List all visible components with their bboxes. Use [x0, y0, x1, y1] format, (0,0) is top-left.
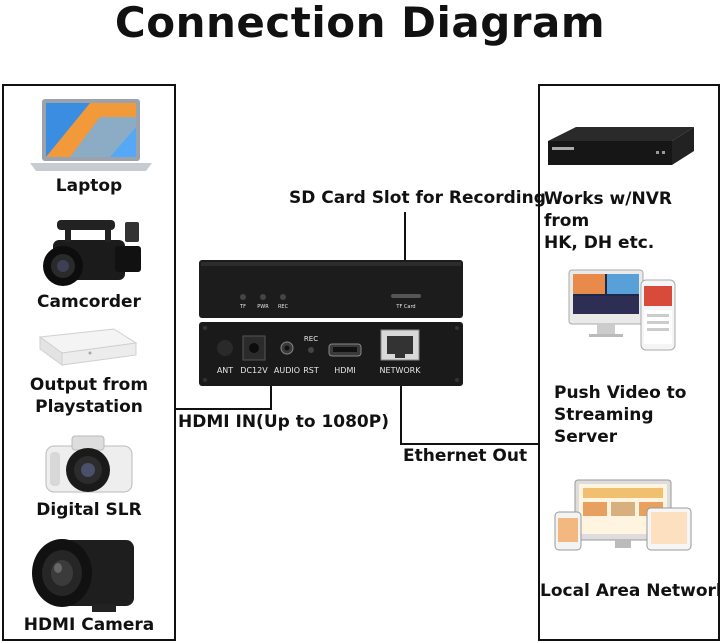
local-area-network-image	[554, 479, 692, 551]
encoder-device: TF PWR REC TF Card ANT DC12V AUDIO REC R…	[199, 260, 463, 386]
hdmi-in-wire-horizontal	[176, 408, 272, 410]
local-area-network-label: Local Area Network	[540, 581, 720, 601]
hdmi-in-wire-up	[270, 382, 272, 410]
nvr-image	[548, 127, 694, 165]
input-devices-panel	[2, 84, 176, 641]
audio-port-label: AUDIO	[274, 366, 300, 375]
tf-led-icon	[240, 294, 246, 300]
output-devices-panel	[538, 84, 720, 641]
ethernet-wire-vertical	[400, 380, 402, 444]
sd-card-wire	[404, 212, 406, 296]
reset-button-icon	[308, 347, 314, 353]
sd-card-callout: SD Card Slot for Recording	[289, 188, 546, 208]
playstation-image	[38, 328, 138, 366]
laptop-image	[30, 99, 152, 171]
tf-card-label: TF Card	[395, 304, 415, 310]
streaming-server-image	[568, 269, 676, 351]
diagram-title: Connection Diagram	[114, 0, 606, 47]
nvr-label: Works w/NVR from HK, DH etc.	[544, 189, 672, 253]
laptop-label: Laptop	[55, 176, 123, 196]
ethernet-out-callout: Ethernet Out	[403, 446, 528, 466]
hdmi-port-label: HDMI	[334, 366, 355, 375]
rec-led-label: REC	[278, 304, 289, 310]
network-port-label: NETWORK	[380, 366, 422, 375]
camcorder-label: Camcorder	[37, 292, 141, 312]
rec-led-icon	[280, 294, 286, 300]
rst-port-label: RST	[303, 366, 319, 375]
pwr-led-label: PWR	[257, 304, 269, 310]
pwr-led-icon	[260, 294, 266, 300]
digital-slr-label: Digital SLR	[36, 500, 142, 520]
hdmi-in-callout: HDMI IN(Up to 1080P)	[178, 412, 389, 432]
digital-slr-image	[45, 435, 133, 493]
camcorder-image	[43, 220, 141, 286]
rec-port-label: REC	[304, 335, 318, 343]
tf-led-label: TF	[239, 304, 246, 310]
streaming-server-label: Push Video to Streaming Server	[554, 383, 687, 447]
dc-port-label: DC12V	[240, 366, 268, 375]
antenna-port-icon	[217, 340, 233, 356]
playstation-label: Output from Playstation	[29, 375, 149, 417]
hdmi-camera-image	[32, 539, 134, 612]
hdmi-camera-label: HDMI Camera	[23, 615, 155, 635]
ant-port-label: ANT	[217, 366, 233, 375]
sd-card-slot	[391, 294, 421, 298]
ethernet-wire-horizontal	[400, 443, 540, 445]
